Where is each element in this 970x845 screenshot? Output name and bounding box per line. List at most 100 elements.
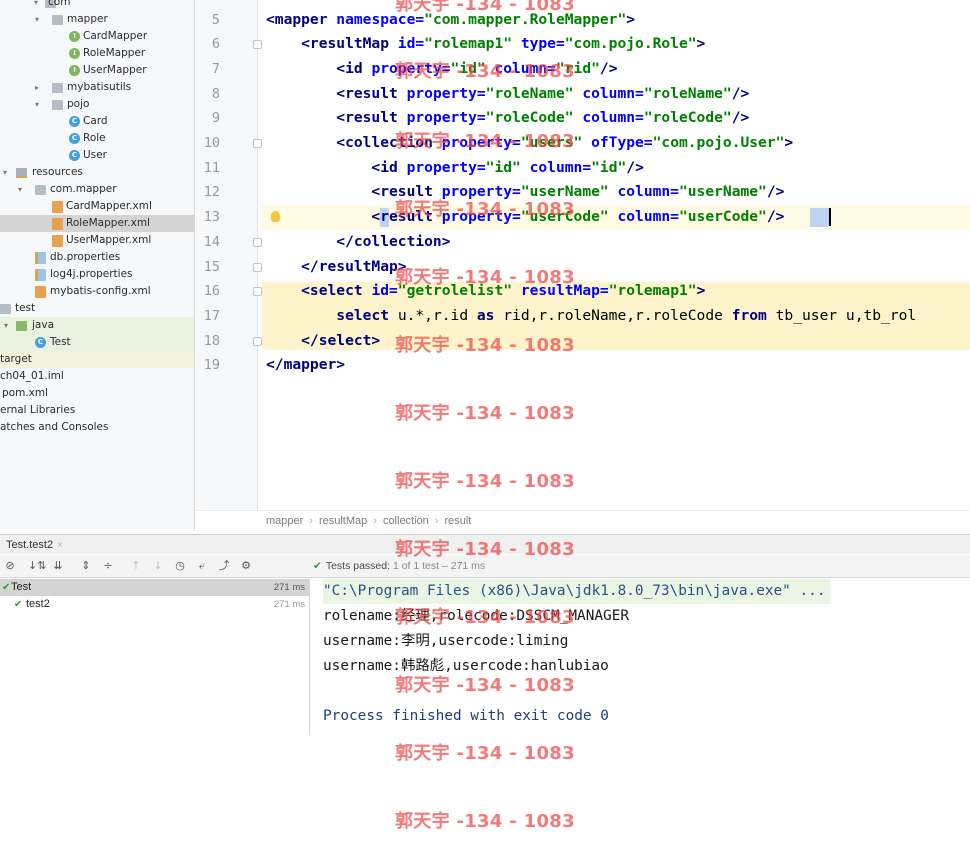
collapse-all-icon[interactable]: ÷ [103,559,113,572]
fold-marker-icon[interactable] [253,287,262,297]
console-command-line: "C:\Program Files (x86)\Java\jdk1.8.0_73… [323,579,830,604]
run-toolbar: ⊘ ↓⇅ ⇊ ⇕ ÷ ↑ ↓ ◷ ⤶ ⤴ ⚙ ✔Tests passed: 1 … [0,555,970,578]
tree-item[interactable]: mybatis-config.xml [0,283,194,300]
tree-item-label: resources [32,166,83,178]
tree-item-label: pom.xml [2,387,49,399]
console-line: username:韩路彪,usercode:hanlubiao [323,658,609,674]
tree-item-label: mybatis-config.xml [50,285,151,297]
tree-item-label: UserMapper [83,64,147,76]
fold-marker-icon[interactable] [253,139,262,148]
code-line[interactable]: <id property="id" column="id"/> [266,158,644,176]
folder-icon [0,304,11,314]
tree-item-label: ernal Libraries [0,404,76,416]
expand-all-icon[interactable]: ⇕ [81,559,91,572]
tree-item[interactable]: ▾com [0,0,194,11]
tree-item-label: db.properties [50,251,121,263]
tree-item[interactable]: atches and Consoles [0,419,194,436]
code-line[interactable]: <collection property="users" ofType="com… [266,134,794,151]
status-detail: of 1 test – 271 ms [401,560,486,572]
import-tests-icon[interactable]: ⤶ [198,559,206,572]
fold-marker-icon[interactable] [253,40,262,50]
gear-icon[interactable]: ⚙ [241,559,251,572]
chevron-down-icon[interactable]: ▾ [2,168,7,177]
tree-item[interactable]: target [0,351,194,368]
code-line[interactable]: <result property="roleCode" column="role… [266,109,750,127]
breadcrumb-item[interactable]: result [444,515,472,527]
tree-item[interactable]: log4j.properties [0,266,194,283]
code-line[interactable]: <result property="roleName" column="role… [266,84,750,102]
code-line[interactable]: <mapper namespace="com.mapper.RoleMapper… [266,10,636,28]
history-icon[interactable]: ◷ [175,559,185,572]
tree-item[interactable]: ch04_01.iml [0,368,194,385]
test-results-tree: ✔ Test 271 ms ✔ test2 271 ms [0,579,310,735]
sort-duration-icon[interactable]: ⇊ [53,559,63,572]
tree-item[interactable]: pom.xml [0,385,194,402]
tree-item[interactable]: ▾ pojo [0,96,194,113]
code-line[interactable]: <id property="id" column="rid"/> [266,59,618,77]
tree-item-label: java [32,319,54,331]
code-line[interactable]: <select id="getrolelist" resultMap="role… [266,282,706,300]
sort-alpha-icon[interactable]: ↓⇅ [28,559,47,572]
tree-item[interactable]: db.properties [0,249,194,266]
line-number: 7 [211,60,220,77]
stop-icon[interactable]: ⊘ [5,559,15,572]
test-row[interactable]: ✔ Test 271 ms [0,579,309,596]
chevron-down-icon[interactable]: ▾ [34,15,39,24]
tree-item[interactable]: RoleMapper.xml [0,215,194,232]
tree-item[interactable]: ernal Libraries [0,402,194,419]
code-line[interactable]: </mapper> [266,356,346,374]
code-line[interactable]: <result property="userCode" column="user… [266,208,785,226]
tree-item[interactable]: ▾com.mapper [0,181,194,198]
lightbulb-icon[interactable] [271,211,280,223]
fold-marker-icon[interactable] [253,262,262,272]
xml-file-icon [52,235,63,247]
xml-file-icon [52,201,63,213]
export-tests-icon[interactable]: ⤴ [218,559,230,572]
previous-failed-icon[interactable]: ↑ [131,559,141,572]
code-line[interactable]: </select> [266,331,381,349]
code-line[interactable]: </resultMap> [266,257,407,275]
run-tab-test2[interactable]: Test.test2× [6,535,63,555]
chevron-down-icon[interactable]: ▾ [17,185,22,194]
code-line[interactable]: <result property="userName" column="user… [266,183,785,201]
test-row[interactable]: ✔ test2 271 ms [0,596,309,613]
chevron-down-icon[interactable]: ▾ [33,0,38,7]
tree-item[interactable]: ▾ resources [0,164,194,181]
tree-item[interactable]: UserMapper.xml [0,232,194,249]
breadcrumb-item[interactable]: mapper [266,515,304,527]
code-line[interactable]: </collection> [266,232,451,250]
code-line[interactable]: <resultMap id="rolemap1" type="com.pojo.… [266,35,706,53]
code-line[interactable]: select u.*,r.id as rid,r.roleName,r.role… [336,306,917,324]
tree-item[interactable]: ▸mybatisutils [0,79,194,96]
console-output[interactable]: "C:\Program Files (x86)\Java\jdk1.8.0_73… [311,579,970,735]
chevron-down-icon[interactable]: ▾ [3,321,8,330]
tree-item[interactable]: ▾ java [0,317,194,334]
close-tab-icon[interactable]: × [57,540,63,551]
breadcrumb-item[interactable]: collection [382,515,429,527]
tree-item-label: pojo [67,98,90,110]
tree-item[interactable]: test [0,300,194,317]
breadcrumb-item[interactable]: resultMap [318,515,368,527]
next-failed-icon[interactable]: ↓ [153,559,163,572]
bracket-match-highlight [810,208,829,228]
tree-item[interactable]: CardMapper.xml [0,198,194,215]
tree-item-label: RoleMapper.xml [66,217,150,229]
chevron-down-icon[interactable]: ▾ [34,100,39,109]
interface-icon: I [69,48,80,59]
chevron-right-icon[interactable]: ▸ [34,83,39,92]
fold-marker-icon[interactable] [253,237,262,247]
tree-item[interactable]: ▾mapper [0,11,194,28]
class-icon: C [69,150,80,161]
line-number: 16 [203,283,220,300]
status-passed-count: 1 [392,560,399,572]
sql-block-highlight [262,282,970,351]
fold-marker-icon[interactable] [253,336,262,346]
